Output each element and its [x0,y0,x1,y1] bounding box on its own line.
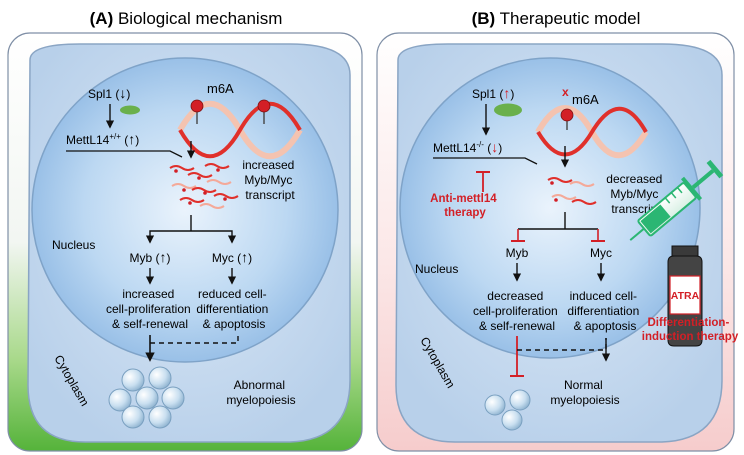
syringe-icon [629,159,724,241]
transcript-label: increased Myb/Myc transcript [242,158,297,202]
myc-label: Myc [590,246,612,260]
spl1-protein [494,103,522,117]
m6a-mark [560,108,574,122]
panel-b-nucleus [399,57,701,359]
spl1-protein [120,105,140,115]
right-outcome: reduced cell- differentiation & apoptosi… [196,287,271,331]
nucleus-label: Nucleus [415,262,458,276]
myb-label: Myb (↑) [130,249,171,265]
panel-a-nucleus [31,57,339,363]
panel-b: (B) Therapeutic model Spl1 (↑) MettL14-/… [376,9,739,452]
result-label: Normal myelopoiesis [550,378,619,407]
panel-b-title: (B) Therapeutic model [472,9,641,28]
anti-mettl14-label: Anti-mettl14 therapy [430,193,500,219]
combine-dashed [150,334,239,344]
panel-a-title: (A) Biological mechanism [90,9,283,28]
combine-dashed [517,338,607,351]
m6a-label: m6A [572,92,599,107]
spl1-label: Spl1 (↓) [88,85,130,101]
mettl14-baseline [433,157,538,165]
mettl14-label: MettL14-/- (↓) [433,139,502,155]
myb-label: Myb [506,246,529,260]
left-outcome: decreased cell-proliferation & self-rene… [473,289,561,333]
spl1-label: Spl1 (↑) [472,85,514,101]
atra-vial-icon: ATRA [667,245,703,347]
normal-cell-cluster [484,389,531,431]
myc-label: Myc (↑) [212,249,252,265]
transcript-cluster [169,163,239,209]
mettl14-label: MettL14+/+ (↑) [66,131,139,147]
m6a-mark [190,99,204,113]
m6a-label: m6A [207,81,234,96]
result-label: Abnormal myelopoiesis [226,378,295,407]
mrna-strand [535,105,649,159]
branch-split [145,230,237,244]
transcript-cluster [547,177,597,205]
m6a-mark [257,99,271,113]
abnormal-cell-cluster [108,366,185,429]
atra-label: ATRA [671,290,700,302]
m6a-x-mark: x [562,85,569,99]
nucleus-label: Nucleus [52,238,95,252]
panel-a: (A) Biological mechanism Spl1 (↓) MettL1… [7,9,363,452]
right-outcome: induced cell- differentiation & apoptosi… [567,289,642,333]
left-outcome: increased cell-proliferation & self-rene… [106,287,194,331]
differentiation-therapy-label: Differentiation- induction therapy [642,317,739,343]
mettl14-baseline [66,150,183,158]
